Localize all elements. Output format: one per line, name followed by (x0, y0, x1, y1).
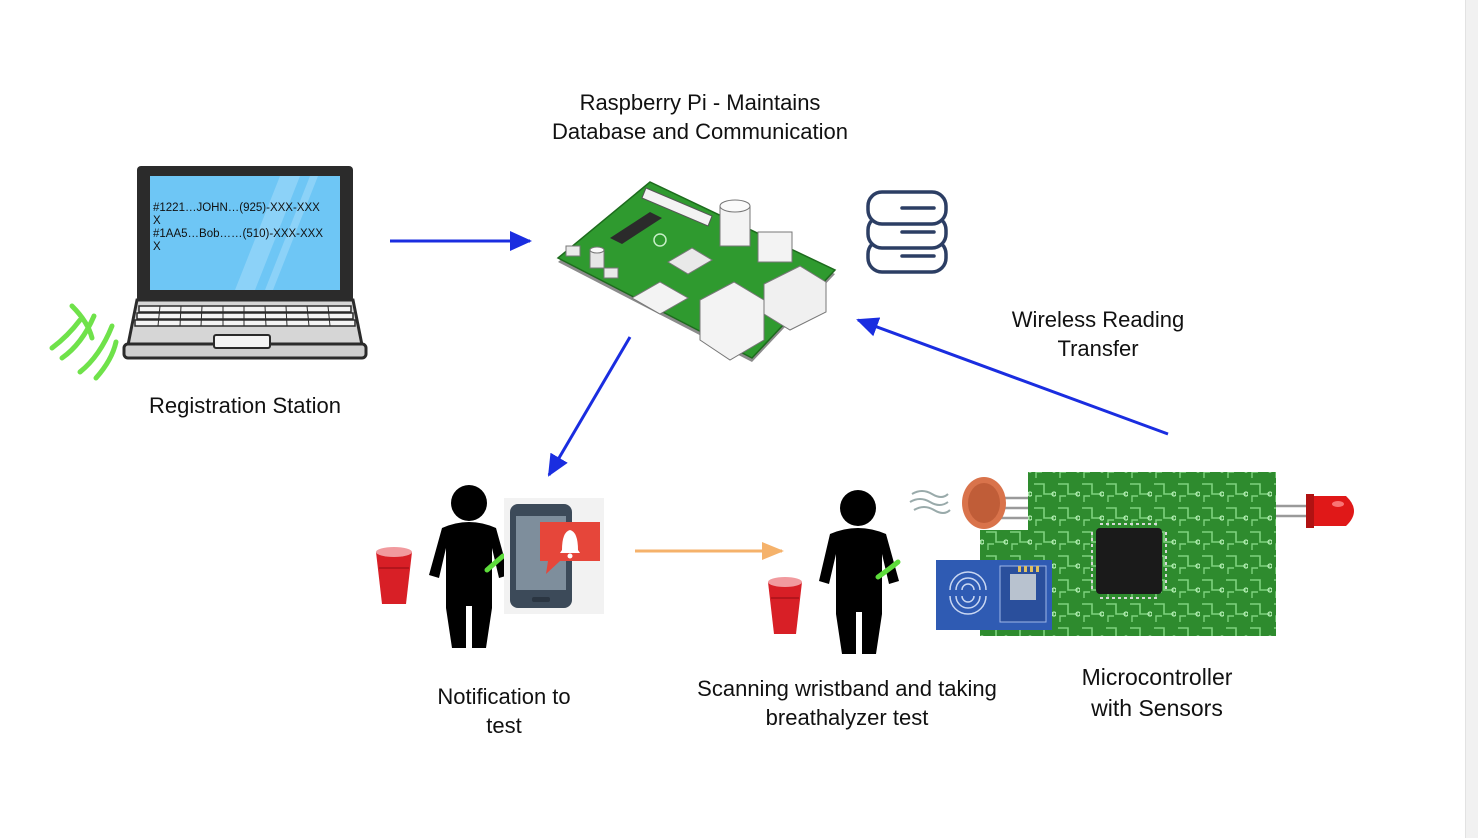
raspberry-pi-label: Raspberry Pi - Maintains Database and Co… (499, 88, 901, 146)
gas-sensor-icon (909, 477, 1028, 529)
notification-label: Notification to test (404, 682, 604, 740)
microcontroller-label-line-1: Microcontroller (1081, 664, 1233, 690)
notification-label-line-1: Notification to (437, 684, 571, 709)
vertical-scrollbar[interactable] (1465, 0, 1478, 838)
screen-line-2: #1AA5…Bob……(510)-XXX-XXX (153, 228, 324, 240)
person-icon (429, 485, 509, 648)
raspberry-pi-icon (556, 181, 837, 362)
wireless-transfer-label-line-1: Wireless Reading (1011, 307, 1185, 332)
rfid-reader-icon (936, 560, 1052, 630)
scanning-label-line-2: breathalyzer test (765, 705, 929, 730)
microcontroller-label: Microcontroller with Sensors (1047, 662, 1267, 724)
raspberry-pi-label-line-2: Database and Communication (552, 119, 848, 144)
screen-line-1-wrap: X (153, 215, 161, 227)
microcontroller-label-line-2: with Sensors (1091, 695, 1223, 721)
registration-station-label: Registration Station (149, 393, 341, 418)
screen-line-1: #1221…JOHN…(925)-XXX-XXX (153, 202, 320, 214)
red-cup-icon (376, 547, 412, 604)
wifi-waves-icon (49, 303, 119, 381)
database-icon (866, 190, 948, 274)
screen-line-2-wrap: X (153, 241, 161, 253)
wireless-transfer-label: Wireless Reading Transfer (978, 305, 1218, 363)
led-icon (1276, 494, 1354, 528)
wireless-transfer-label-line-2: Transfer (1057, 336, 1139, 361)
laptop-icon (122, 166, 368, 360)
bell-icon (540, 522, 600, 574)
scanning-label-line-1: Scanning wristband and taking (697, 676, 997, 701)
arrow-pi-to-notification (547, 336, 632, 477)
laptop-screen-text: #1221…JOHN…(925)-XXX-XXX X #1AA5…Bob……(5… (153, 202, 323, 254)
person-icon (819, 490, 901, 654)
notification-label-line-2: test (486, 713, 522, 738)
scanning-label: Scanning wristband and taking breathalyz… (667, 674, 1027, 732)
red-cup-icon (768, 577, 802, 634)
raspberry-pi-label-line-1: Raspberry Pi - Maintains (579, 90, 821, 115)
arrow-microcontroller-to-pi (856, 317, 1169, 436)
